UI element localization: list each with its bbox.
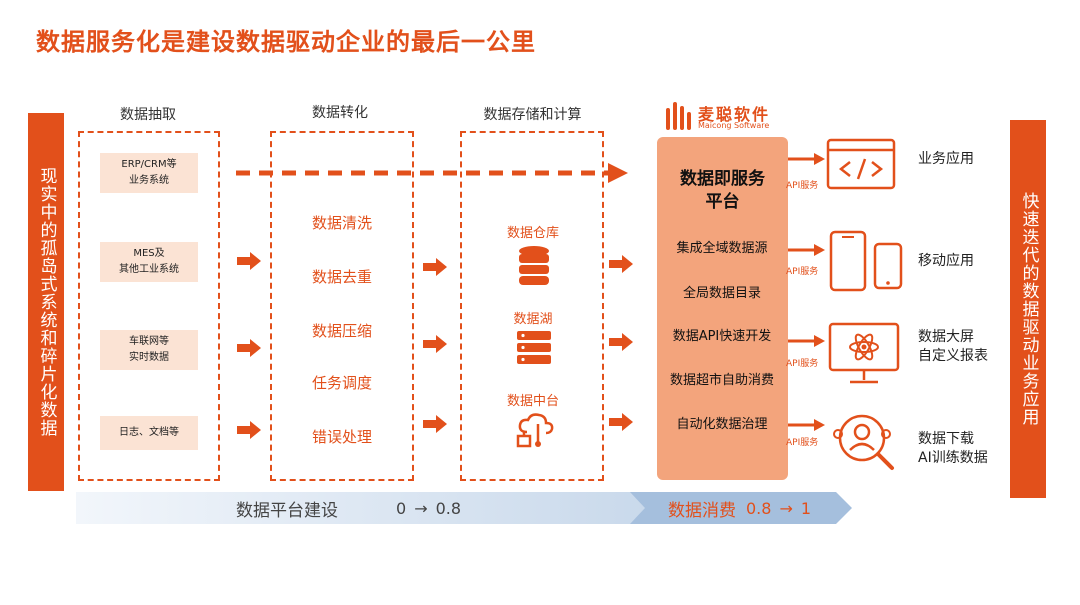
source-iov-line2: 实时数据 (129, 352, 169, 363)
arrow-right-icon: → (414, 498, 428, 518)
source-mes-line1: MES及 (133, 248, 165, 259)
mobile-devices-icon (829, 230, 903, 292)
direct-flow-arrow (236, 163, 628, 183)
core-title-line2: 平台 (705, 191, 740, 212)
app-label-business: 业务应用 (918, 148, 974, 168)
api-arrow-icon (788, 244, 825, 256)
transform-item-dedup: 数据去重 (311, 268, 372, 286)
cloud-network-icon (516, 413, 554, 448)
app-mobile-line1: 移动应用 (918, 253, 974, 269)
core-item-governance: 自动化数据治理 (676, 417, 768, 432)
column-header-storage: 数据存储和计算 (483, 107, 582, 123)
source-mes: MES及其他工业系统 (100, 242, 198, 282)
progress-build-from: 0 (396, 498, 407, 518)
dashboard-screen-icon (828, 322, 900, 384)
arrow-right-icon (237, 421, 261, 439)
right-banner: 快速迭代的数据驱动业务应用 (1010, 120, 1046, 498)
source-iov: 车联网等实时数据 (100, 330, 198, 370)
storage-item-midplatform: 数据中台 (506, 394, 559, 409)
api-service-label: API服务 (786, 359, 819, 369)
code-window-icon (826, 138, 896, 190)
progress-consume-text: 数据消费 0.8 → 1 (668, 496, 812, 521)
progress-consume-from: 0.8 (746, 498, 772, 518)
app-label-dashboard: 数据大屏 自定义报表 (918, 328, 988, 366)
source-iov-line1: 车联网等 (129, 336, 169, 347)
arrow-right-icon (237, 252, 261, 270)
left-banner: 现实中的孤岛式系统和碎片化数据 (28, 113, 64, 491)
api-service-label: API服务 (786, 438, 819, 448)
source-erp: ERP/CRM等业务系统 (100, 153, 198, 193)
progress-consume-label: 数据消费 (668, 500, 736, 521)
api-service-label: API服务 (786, 181, 819, 191)
database-icon (519, 246, 549, 285)
arrow-right-icon (609, 255, 633, 273)
left-banner-text: 现实中的孤岛式系统和碎片化数据 (36, 167, 57, 437)
transform-item-schedule: 任务调度 (311, 374, 372, 392)
app-label-download: 数据下载 AI训练数据 (918, 430, 988, 468)
user-search-icon (833, 414, 894, 470)
core-item-self-service: 数据超市自助消费 (669, 373, 774, 388)
extract-box (78, 131, 220, 481)
app-dashboard-line1: 数据大屏 (918, 329, 974, 345)
core-item-api-dev: 数据API快速开发 (672, 329, 772, 344)
arrow-right-icon (423, 415, 447, 433)
source-erp-line1: ERP/CRM等 (121, 159, 177, 170)
core-platform-panel (657, 137, 788, 480)
storage-item-lake: 数据湖 (513, 312, 553, 327)
api-arrow-icon (788, 419, 825, 431)
right-banner-text: 快速迭代的数据驱动业务应用 (1018, 192, 1039, 426)
brand-name: 麦聪软件 (698, 105, 771, 124)
progress-build-text: 数据平台建设 0 → 0.8 (236, 496, 462, 521)
storage-item-warehouse: 数据仓库 (506, 226, 559, 241)
column-header-transform: 数据转化 (312, 105, 368, 121)
progress-banner-build (76, 492, 647, 524)
arrow-right-icon (609, 333, 633, 351)
core-title-line1: 数据即服务 (680, 169, 765, 189)
progress-build-label: 数据平台建设 (236, 500, 338, 521)
transform-box (270, 131, 414, 481)
api-service-label: API服务 (786, 267, 819, 277)
app-dashboard-line2: 自定义报表 (918, 347, 988, 364)
page-title: 数据服务化是建设数据驱动企业的最后一公里 (36, 28, 536, 56)
column-header-extract: 数据抽取 (120, 107, 176, 123)
progress-consume-to: 1 (800, 498, 812, 518)
app-business-line1: 业务应用 (918, 151, 974, 167)
progress-build-to: 0.8 (435, 498, 462, 518)
progress-banner-consume (630, 492, 852, 524)
api-arrow-icon (788, 153, 825, 165)
core-platform-title: 数据即服务 平台 (657, 168, 788, 214)
core-item-catalog: 全局数据目录 (682, 286, 761, 301)
app-download-line2: AI训练数据 (918, 449, 988, 466)
arrow-right-icon (423, 258, 447, 276)
server-icon (517, 331, 551, 364)
api-arrow-icon (788, 335, 825, 347)
transform-item-compress: 数据压缩 (311, 322, 372, 340)
storage-box (460, 131, 604, 481)
app-label-mobile: 移动应用 (918, 250, 974, 270)
arrow-right-icon (237, 339, 261, 357)
source-logs: 日志、文档等 (100, 416, 198, 450)
source-mes-line2: 其他工业系统 (119, 264, 179, 275)
core-item-integrate: 集成全域数据源 (676, 241, 768, 256)
source-logs-line1: 日志、文档等 (119, 427, 179, 438)
brand-logo-icon (666, 102, 691, 130)
arrow-right-icon (609, 413, 633, 431)
brand-subtitle: Maicong Software (698, 121, 770, 130)
transform-item-error: 错误处理 (311, 428, 372, 446)
arrow-right-icon: → (779, 498, 793, 518)
arrow-right-icon (423, 335, 447, 353)
transform-item-clean: 数据清洗 (311, 214, 372, 232)
source-erp-line2: 业务系统 (128, 175, 169, 186)
app-download-line1: 数据下载 (918, 431, 974, 447)
